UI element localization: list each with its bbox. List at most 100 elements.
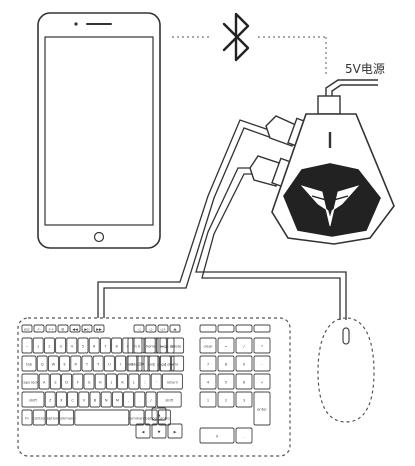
- key-label: 0: [216, 435, 219, 439]
- key-label: ,: [128, 399, 129, 403]
- key-label: Q: [41, 363, 44, 367]
- key: [38, 373, 50, 390]
- key-label: S: [54, 381, 57, 385]
- key: [139, 373, 151, 390]
- key: [78, 391, 90, 408]
- key: [94, 373, 106, 390]
- key-label: =: [160, 345, 163, 349]
- key-numpad: [253, 355, 271, 372]
- key-label: X: [60, 399, 63, 403]
- key-arrow-left: [135, 423, 151, 439]
- key-label: 7: [104, 345, 106, 349]
- key-function: [145, 324, 157, 333]
- adapter-hub: [271, 113, 395, 245]
- key-label: option: [146, 417, 157, 421]
- key-label: M: [116, 399, 119, 403]
- key: [70, 355, 82, 372]
- power-cable: [317, 79, 378, 115]
- key-label: O: [130, 363, 133, 367]
- key-label: N: [105, 399, 108, 403]
- key-label: [: [153, 363, 155, 367]
- smartphone: [37, 12, 161, 249]
- key-label: option: [47, 417, 58, 421]
- key: [32, 409, 46, 426]
- key-label: 5: [225, 381, 227, 385]
- key-nav: [127, 355, 143, 372]
- key: [100, 391, 112, 408]
- key: [105, 373, 117, 390]
- key-numpad: [199, 337, 217, 354]
- key: [36, 355, 48, 372]
- key-label: T: [85, 363, 89, 367]
- key-nav: [159, 355, 175, 372]
- key-label: ◁-: [149, 328, 154, 332]
- key: [21, 337, 33, 354]
- mouse-wheel: [342, 327, 350, 345]
- key-label: shift: [29, 399, 37, 403]
- key-label: end: [148, 363, 155, 367]
- key: [61, 373, 73, 390]
- key-arrow-right: [167, 423, 183, 439]
- key-numpad: [253, 373, 271, 390]
- key: [89, 391, 101, 408]
- key-label: control: [158, 417, 170, 421]
- key-label: H: [99, 381, 102, 385]
- key-label: D: [65, 381, 68, 385]
- power-plug: [317, 95, 341, 115]
- key: [103, 355, 115, 372]
- key: [99, 337, 111, 354]
- key-label: fn: [25, 417, 29, 421]
- mouse: [317, 317, 375, 423]
- key-label: ▶: [174, 430, 177, 434]
- key-arrow-down: [151, 423, 167, 439]
- key-label: W: [52, 363, 56, 367]
- key-label: ⏏: [173, 328, 177, 332]
- key-label: 3: [59, 345, 61, 349]
- key: [21, 391, 45, 408]
- key: [45, 409, 59, 426]
- key-label: I: [120, 363, 121, 367]
- key-label: control: [33, 417, 45, 421]
- key-label: enter: [257, 408, 267, 412]
- key-label: return: [167, 381, 178, 385]
- key: [128, 373, 140, 390]
- key: [144, 409, 158, 426]
- key: [117, 373, 129, 390]
- key-label: delete: [170, 345, 182, 349]
- key-label: caps lock: [22, 381, 40, 385]
- key-label: ◁: [138, 328, 141, 332]
- key: [167, 337, 185, 354]
- key-numpad: [217, 391, 235, 408]
- key: [67, 391, 79, 408]
- key-label: ☼-: [37, 328, 42, 332]
- key-function: [69, 324, 81, 333]
- key: [171, 355, 185, 372]
- bluetooth-icon: [222, 12, 250, 62]
- key-label: C: [71, 399, 74, 403]
- key-label: fn: [133, 345, 137, 349]
- key-label: page up: [160, 345, 175, 349]
- key-function: [169, 324, 181, 333]
- key-label: 4: [207, 381, 210, 385]
- key: [44, 391, 56, 408]
- key-label: shift: [165, 399, 173, 403]
- key-label: 4: [71, 345, 74, 349]
- key-label: ~: [25, 345, 28, 349]
- key-numpad: [199, 427, 235, 444]
- key-label: U: [108, 363, 111, 367]
- key: [55, 337, 67, 354]
- key-label: ▼: [158, 430, 161, 434]
- key-label: 9: [243, 363, 246, 367]
- key: [43, 337, 55, 354]
- key: [59, 355, 71, 372]
- key-numpad: [199, 391, 217, 408]
- key: [157, 409, 171, 426]
- key-label: 8: [225, 363, 228, 367]
- key-label: -: [150, 345, 152, 349]
- key-label: ▶▶: [96, 328, 102, 332]
- key-label: B: [94, 399, 97, 403]
- key-label: 8: [115, 345, 118, 349]
- key-label: V: [83, 399, 86, 403]
